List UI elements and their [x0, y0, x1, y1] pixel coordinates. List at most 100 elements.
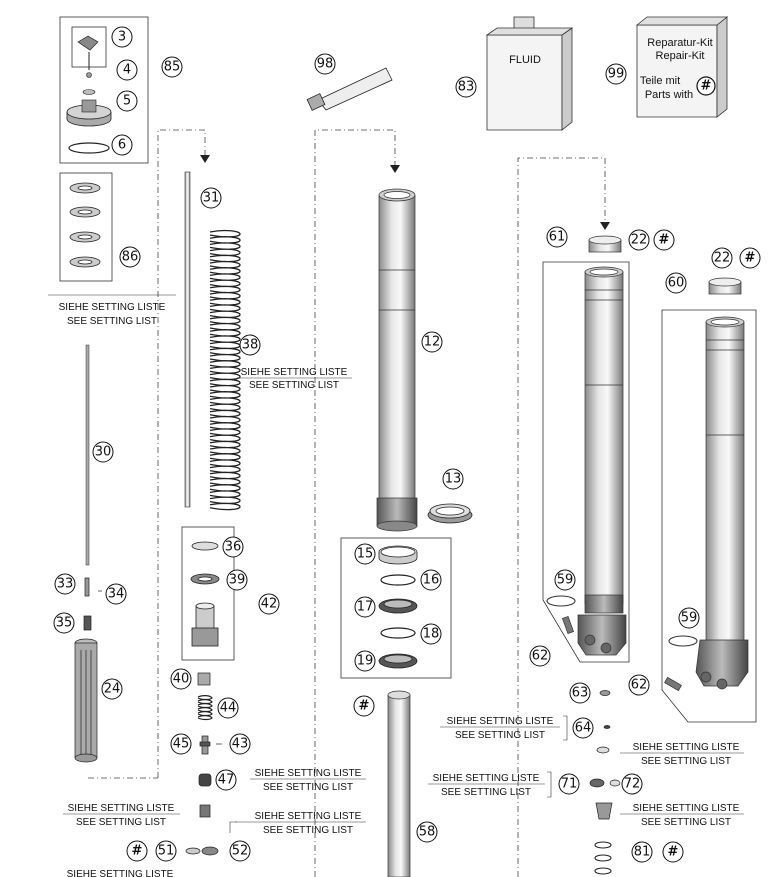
- callout-circle-c35: [53, 612, 75, 634]
- callout-circle-c99: [605, 63, 627, 85]
- callout-circle-c86: [119, 246, 141, 268]
- part-33: [84, 577, 90, 597]
- setting-en-65: SEE SETTING LIST: [641, 756, 731, 767]
- part-51: [185, 847, 201, 855]
- setting-de-64: SIEHE SETTING LISTE: [447, 716, 554, 727]
- kit-hash: #: [701, 79, 712, 94]
- callout-c22b: 22: [714, 251, 731, 266]
- callout-c4: 4: [123, 63, 131, 78]
- setting-en-86: SEE SETTING LIST: [67, 316, 157, 327]
- callout-circle-c52: [229, 840, 251, 862]
- callout-circle-c47: [215, 769, 237, 791]
- callout-circle-c22b: [711, 247, 733, 269]
- part-71: [589, 778, 605, 788]
- callout-c45: 45: [173, 737, 190, 752]
- callout-circle-c17: [354, 596, 376, 618]
- callout-circle-c12: [421, 331, 443, 353]
- repair-kit-99: [635, 16, 729, 118]
- setting-en-left: SEE SETTING LIST: [76, 817, 166, 828]
- callout-circle-c45: [170, 733, 192, 755]
- spring-44-coils: [197, 695, 213, 721]
- hash-symbol: #: [745, 251, 756, 266]
- callout-c81: 81: [634, 845, 651, 860]
- callout-c19: 19: [357, 654, 374, 669]
- setting-de-47: SIEHE SETTING LISTE: [255, 768, 362, 779]
- setting-de-86: SIEHE SETTING LISTE: [59, 302, 166, 313]
- spring-seat-parts: [190, 541, 220, 647]
- callout-c15: 15: [357, 547, 374, 562]
- inner-leg-61: [546, 235, 627, 656]
- kit-line2: Repair-Kit: [656, 50, 705, 62]
- part-64: [603, 725, 611, 729]
- callout-circle-c24: [101, 678, 123, 700]
- setting-de-38: SIEHE SETTING LISTE: [241, 367, 348, 378]
- callout-c59a: 59: [557, 573, 574, 588]
- callout-c18: 18: [423, 627, 440, 642]
- box-19: [340, 537, 452, 679]
- callout-circle-c19: [354, 650, 376, 672]
- part-44: [197, 695, 213, 721]
- kit-line1: Reparatur-Kit: [647, 37, 712, 49]
- leader-lines: [88, 129, 606, 877]
- box-86: [59, 172, 113, 282]
- callout-c12: 12: [424, 335, 441, 350]
- callout-circle-c59b: [678, 607, 700, 629]
- callout-circle-c72: [621, 773, 643, 795]
- callout-circle-c33: [54, 573, 76, 595]
- callout-c51: 51: [158, 844, 175, 859]
- callout-circle-c3: [111, 26, 133, 48]
- callout-c35: 35: [56, 616, 73, 631]
- callout-c52: 52: [232, 844, 249, 859]
- valve-assembly-85: [66, 35, 112, 154]
- callout-circle-c71: [558, 773, 580, 795]
- callout-c6: 6: [118, 138, 126, 153]
- callout-circle-c59a: [554, 569, 576, 591]
- spring-rod-31: [184, 171, 191, 508]
- callout-circle-c42: [258, 593, 280, 615]
- hash-circle: [126, 840, 148, 862]
- callout-c63: 63: [572, 686, 589, 701]
- callout-circle-c61: [546, 226, 568, 248]
- callout-c99: 99: [608, 67, 625, 82]
- setting-de-left: SIEHE SETTING LISTE: [68, 803, 175, 814]
- setting-de-65: SIEHE SETTING LISTE: [633, 742, 740, 753]
- callout-c64: 64: [575, 721, 592, 736]
- hash-symbol: #: [359, 699, 370, 714]
- callout-c71: 71: [561, 777, 578, 792]
- callout-c13: 13: [445, 472, 462, 487]
- callout-c98: 98: [317, 57, 334, 72]
- arrow-heads: [200, 155, 610, 230]
- callout-circle-c83: [455, 76, 477, 98]
- callout-circle-c18: [420, 623, 442, 645]
- grease-tube-98: [306, 67, 393, 111]
- callout-circle-c64: [572, 717, 594, 739]
- setting-en-64: SEE SETTING LIST: [455, 730, 545, 741]
- spring-coils: [209, 229, 241, 511]
- callout-c33: 33: [57, 577, 74, 592]
- hash-circle: [353, 695, 375, 717]
- piston-rod-30: [85, 344, 90, 566]
- callout-circle-c40: [170, 668, 192, 690]
- box-61: [542, 261, 630, 663]
- callout-circle-c34: [105, 583, 127, 605]
- cartridge-24: [74, 638, 98, 763]
- part-63: [599, 690, 611, 696]
- callout-circle-c36: [222, 536, 244, 558]
- callout-circle-c15: [354, 543, 376, 565]
- box-85: [59, 16, 149, 164]
- hash-circle: [739, 247, 761, 269]
- callout-circle-c30: [92, 441, 114, 463]
- shim-stack-86: [69, 182, 101, 268]
- callout-c61: 61: [549, 230, 566, 245]
- hash-circle: [653, 229, 675, 251]
- fluid-can-83: [485, 16, 574, 131]
- outer-tube-12: [376, 188, 418, 532]
- callout-c22a: 22: [631, 233, 648, 248]
- callout-c44: 44: [220, 701, 237, 716]
- callout-c42: 42: [261, 597, 278, 612]
- callout-c60: 60: [668, 276, 685, 291]
- callout-c62a: 62: [532, 649, 549, 664]
- hash-circle: [662, 841, 684, 863]
- callout-c39: 39: [229, 573, 246, 588]
